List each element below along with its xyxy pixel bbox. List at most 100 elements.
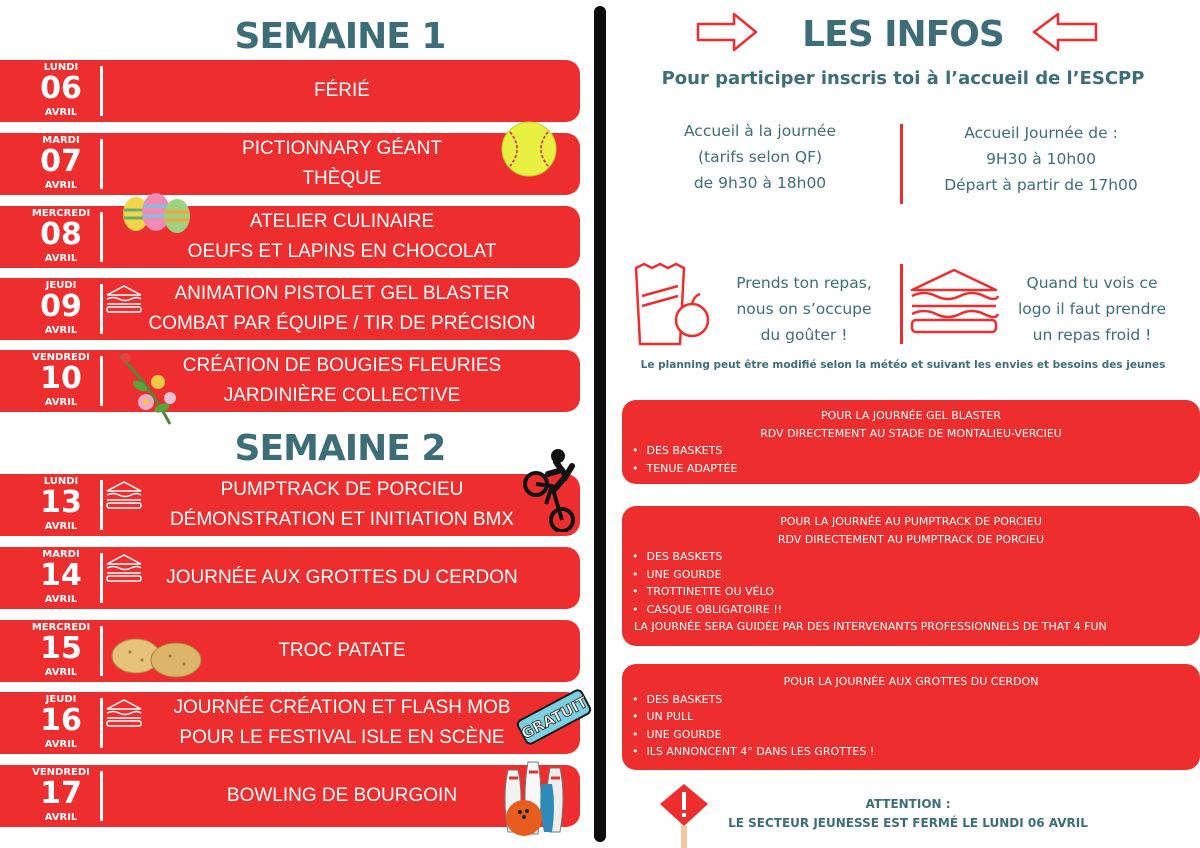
activity-text: BOWLING DE BOURGOIN	[104, 765, 580, 827]
repas-froid-line: logo il faut prendre	[1018, 300, 1166, 318]
list-item: UNE GOURDE	[632, 726, 1200, 744]
activity-line: COMBAT PAR ÉQUIPE / TIR DE PRÉCISION	[148, 313, 536, 334]
date-box	[0, 206, 100, 268]
info-box-pumptrack: POUR LA JOURNÉE AU PUMPTRACK DE PORCIEU …	[622, 506, 1200, 646]
accueil-separator	[900, 124, 903, 204]
list-item: DES BASKETS	[632, 442, 1200, 460]
repas-line: du goûter !	[760, 326, 848, 344]
week2-title: SEMAINE 2	[234, 428, 447, 469]
month-label: AVRIL	[44, 667, 78, 678]
month-label: AVRIL	[44, 107, 78, 118]
day-number: 17	[40, 776, 82, 811]
activity-bar	[20, 133, 580, 195]
date-box	[0, 133, 100, 195]
closure-warning: ATTENTION : LE SECTEUR JEUNESSE EST FERM…	[606, 795, 1200, 833]
activity-line: DÉMONSTRATION ET INITIATION BMX	[169, 509, 515, 530]
date-separator	[100, 771, 103, 821]
softball-icon	[501, 121, 557, 177]
weekday-label: MARDI	[42, 135, 80, 146]
date-box	[0, 278, 100, 340]
activity-line: CRÉATION DE BOUGIES FLEURIES	[182, 355, 502, 376]
activity-line: JOURNÉE CRÉATION ET FLASH MOB	[173, 697, 511, 718]
activity-line: ANIMATION PISTOLET GEL BLASTER	[174, 283, 510, 304]
bowling-icon	[504, 761, 564, 836]
day-number: 09	[40, 289, 82, 324]
easter-eggs-icon	[123, 193, 190, 233]
weekday-label: JEUDI	[45, 694, 77, 705]
activity-bar	[20, 547, 580, 609]
month-label: AVRIL	[44, 812, 78, 823]
activity-line: TROC PATATE	[278, 640, 406, 661]
sandwich-icon	[106, 285, 142, 313]
activity-line: OEUFS ET LAPINS EN CHOCOLAT	[187, 241, 497, 262]
accueil-line: Départ à partir de 17h00	[944, 176, 1138, 194]
activity-bar	[20, 474, 580, 536]
weekday-label: VENDREDI	[32, 352, 90, 363]
month-label: AVRIL	[44, 180, 78, 191]
registration-subtitle: Pour participer inscris toi à l’accueil …	[661, 68, 1145, 89]
gratuit-badge: GRATUIT	[516, 689, 592, 745]
box-list: DES BASKETS UN PULL UNE GOURDE ILS ANNON…	[622, 691, 1200, 761]
potatoes-icon	[111, 638, 202, 678]
warning-sign-icon	[660, 784, 708, 848]
month-label: AVRIL	[44, 253, 78, 264]
box-extra: LA JOURNÉE SERA GUIDÉE PAR DES INTERVENA…	[634, 620, 1107, 633]
month-label: AVRIL	[44, 594, 78, 605]
bmx-rider-icon	[523, 449, 575, 532]
weekday-label: JEUDI	[45, 280, 77, 291]
date-separator	[100, 66, 103, 116]
day-number: 14	[40, 558, 82, 593]
date-separator	[100, 626, 103, 676]
date-box	[0, 765, 100, 827]
date-box	[0, 350, 100, 412]
month-label: AVRIL	[44, 397, 78, 408]
warning-line: ATTENTION :	[865, 797, 951, 811]
accueil-line: Accueil à la journée	[683, 122, 837, 140]
weekday-label: MERCREDI	[31, 208, 91, 219]
planning-note: Le planning peut être modifié selon la m…	[640, 359, 1166, 371]
activity-bar	[20, 765, 580, 827]
sandwich-icon	[910, 268, 1000, 334]
day-number: 15	[40, 631, 82, 666]
activity-bar	[20, 350, 580, 412]
date-box	[0, 474, 100, 536]
day-number: 10	[40, 361, 82, 396]
page-divider	[594, 6, 606, 842]
activity-bar	[20, 60, 580, 122]
date-separator	[100, 139, 103, 189]
list-item: DES BASKETS	[632, 548, 1200, 566]
accueil-journee-text: Accueil à la journée (tarifs selon QF) d…	[660, 118, 860, 196]
date-separator	[100, 212, 103, 262]
sandwich-icon	[106, 481, 142, 509]
activity-line: JOURNÉE AUX GROTTES DU CERDON	[166, 567, 518, 588]
box-header: RDV DIRECTEMENT AU STADE DE MONTALIEU-VE…	[760, 426, 1062, 440]
accueil-line: (tarifs selon QF)	[697, 148, 823, 166]
date-separator	[100, 284, 103, 334]
activity-line: ATELIER CULINAIRE	[249, 211, 435, 232]
repas-line: Prends ton repas,	[736, 274, 872, 292]
repas-froid-line: un repas froid !	[1032, 326, 1152, 344]
activity-bar	[20, 692, 580, 754]
date-separator	[100, 698, 103, 748]
snack-icon	[634, 262, 710, 346]
day-number: 06	[40, 71, 82, 106]
list-item: UNE GOURDE	[632, 566, 1200, 584]
activity-line: PUMPTRACK DE PORCIEU	[220, 479, 464, 500]
activity-bar	[20, 206, 580, 268]
flowers-icon	[118, 353, 176, 425]
accueil-demi-journee-text: Accueil Journée de : 9H30 à 10h00 Départ…	[926, 120, 1156, 198]
date-box	[0, 547, 100, 609]
activity-text: TROC PATATE	[104, 620, 580, 682]
date-separator	[100, 480, 103, 530]
activity-text: ANIMATION PISTOLET GEL BLASTER COMBAT PAR…	[104, 278, 580, 340]
repas-text: Prends ton repas, nous on s’occupe du go…	[714, 270, 894, 348]
sandwich-icon	[106, 554, 142, 582]
